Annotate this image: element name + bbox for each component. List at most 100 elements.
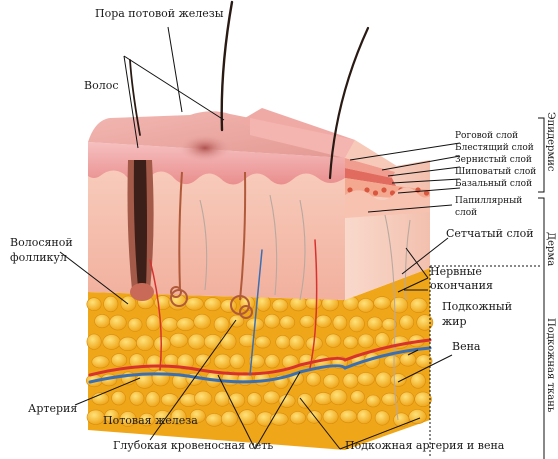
fat-globule	[204, 298, 221, 311]
fat-globule	[316, 315, 332, 327]
fat-globule	[230, 354, 245, 369]
fat-globule	[366, 395, 380, 407]
dermis-front	[88, 160, 345, 300]
fat-globule	[326, 334, 341, 348]
fat-globule	[111, 354, 126, 367]
side-label-hypodermis: Подкожная ткань	[545, 318, 557, 412]
fat-globule	[92, 356, 109, 368]
fat-globule	[215, 391, 231, 406]
fat-globule	[416, 355, 432, 368]
fat-globule	[289, 335, 304, 350]
label-hair-follicle-2: фолликул	[10, 252, 67, 265]
fat-globule	[110, 315, 127, 330]
fat-globule	[280, 316, 295, 329]
fat-globule	[104, 296, 118, 312]
fat-globule	[340, 410, 357, 423]
fat-globule	[333, 315, 347, 330]
fat-globule	[103, 335, 121, 350]
label-artery: Артерия	[28, 403, 77, 416]
fat-globule	[186, 297, 204, 310]
fat-globule	[349, 316, 364, 332]
fat-globule	[264, 391, 280, 404]
basal-cell	[381, 187, 386, 192]
fat-globule	[194, 391, 212, 406]
fat-globule	[87, 334, 101, 350]
fat-globule	[272, 299, 288, 312]
fat-globule	[367, 317, 382, 330]
label-subcutaneous-artery-vein: Подкожная артерия и вена	[345, 440, 504, 453]
fat-globule	[170, 333, 188, 347]
fat-globule	[400, 315, 414, 329]
fat-globule	[382, 318, 396, 330]
fat-globule	[351, 391, 365, 404]
label-vein: Вена	[452, 341, 480, 354]
fat-globule	[146, 315, 160, 331]
fat-globule	[411, 373, 426, 388]
label-papillary-1: Папиллярный	[455, 196, 522, 206]
fat-globule	[256, 296, 270, 312]
label-stratum-corneum: Роговой слой	[455, 131, 518, 141]
fat-globule	[128, 318, 142, 331]
label-stratum-lucidum: Блестящий слой	[455, 143, 534, 153]
fat-globule	[410, 298, 427, 313]
side-label-epidermis: Эпидермис	[545, 112, 557, 172]
fat-globule	[343, 336, 357, 349]
fat-globule	[130, 391, 144, 405]
fat-globule	[214, 354, 231, 369]
fat-globule	[357, 409, 371, 423]
pore-spot	[179, 134, 231, 162]
fat-globule	[375, 411, 389, 425]
fat-globule	[400, 353, 416, 366]
fat-globule	[214, 317, 229, 332]
label-sweat-pore: Пора потовой железы	[95, 8, 224, 21]
label-subcut-fat-1: Подкожный	[442, 301, 512, 314]
label-stratum-spinosum: Шиповатый слой	[455, 167, 536, 177]
fat-globule	[415, 392, 432, 407]
label-subcut-fat-2: жир	[442, 316, 467, 329]
fat-globule	[204, 334, 222, 349]
fat-globule	[247, 393, 261, 407]
fat-globule	[357, 373, 374, 386]
basal-cell	[373, 190, 378, 195]
label-hair-follicle-1: Волосяной	[10, 237, 73, 250]
fat-globule	[315, 392, 332, 404]
fat-globule	[146, 392, 160, 407]
fat-globule	[306, 373, 320, 387]
fat-globule	[221, 299, 237, 312]
label-stratum-granulosum: Зернистый слой	[455, 155, 532, 165]
fat-globule	[279, 394, 295, 407]
label-stratum-basale: Базальный слой	[455, 179, 532, 189]
fat-globule	[196, 354, 211, 367]
fat-globule	[300, 316, 315, 328]
fat-globule	[112, 391, 126, 405]
fat-globule	[343, 373, 358, 388]
fat-globule	[264, 314, 279, 328]
fat-globule	[358, 299, 374, 313]
fat-globule	[136, 335, 153, 351]
side-label-dermis: Дерма	[545, 232, 557, 266]
fat-globule	[358, 334, 374, 348]
fat-globule	[188, 334, 205, 349]
hair-follicle	[128, 160, 155, 301]
fat-globule	[194, 314, 211, 329]
fat-globule	[384, 355, 400, 367]
label-nerve-1: Нервные	[430, 266, 482, 279]
label-reticular: Сетчатый слой	[446, 228, 534, 241]
fat-globule	[255, 336, 270, 348]
label-deep-vascular-net: Глубокая кровеносная сеть	[113, 440, 273, 453]
fat-globule	[87, 298, 101, 311]
fat-globule	[162, 318, 178, 332]
fat-globule	[221, 411, 237, 426]
fat-globule	[390, 297, 407, 313]
label-hair: Волос	[84, 80, 118, 93]
fat-globule	[323, 410, 338, 424]
fat-globule	[206, 414, 223, 427]
fat-globule	[276, 335, 290, 349]
fat-globule	[119, 337, 137, 351]
fat-globule	[376, 372, 392, 387]
label-sweat-gland: Потовая железа	[103, 415, 198, 428]
label-nerve-2: окончания	[430, 280, 493, 293]
fat-globule	[154, 336, 171, 351]
label-papillary-2: слой	[455, 208, 477, 218]
